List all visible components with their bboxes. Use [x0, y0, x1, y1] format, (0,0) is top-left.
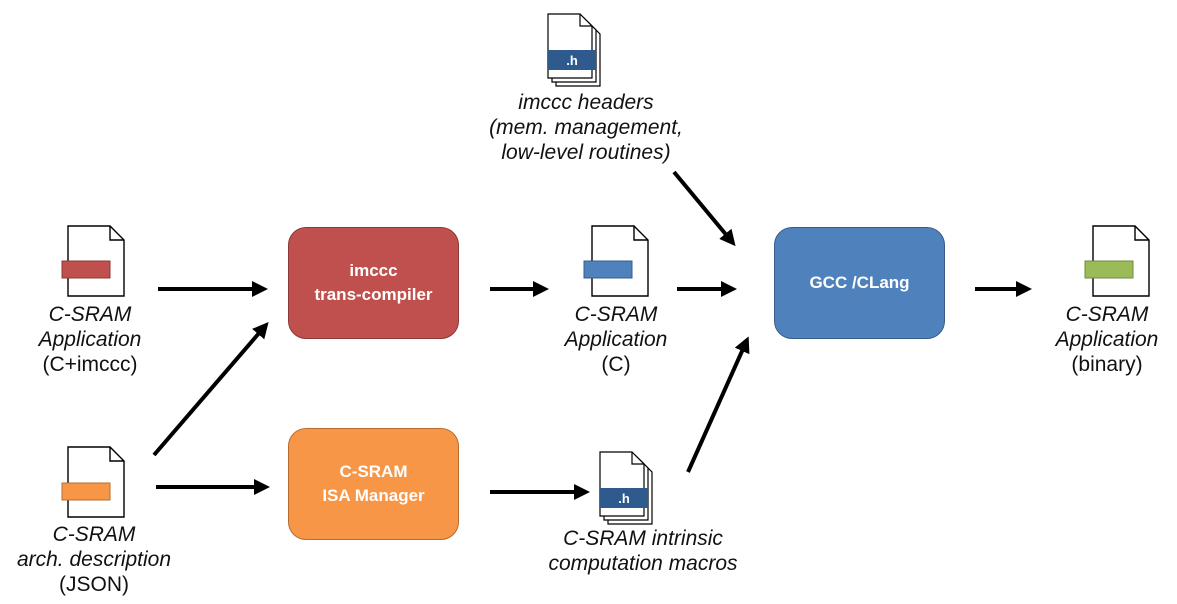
- binary-app-caption: C-SRAM Application (binary): [1037, 302, 1177, 377]
- macros-line-1: C-SRAM intrinsic: [563, 527, 723, 550]
- arch-caption: C-SRAM arch. description (JSON): [0, 522, 188, 597]
- transcompiler-line-1: imccc: [349, 261, 398, 280]
- header-ext-label: .h: [618, 491, 630, 506]
- c-app-line-2: Application: [564, 328, 668, 351]
- isa-manager-line-1: C-SRAM: [339, 462, 408, 481]
- headers-line-2: (mem. management,: [489, 116, 683, 139]
- document-icon: [61, 446, 125, 518]
- binary-app-line-1: C-SRAM: [1065, 303, 1149, 326]
- document-icon: [61, 225, 125, 297]
- header-ext-label: .h: [566, 53, 578, 68]
- header-files-icon: .h: [547, 13, 601, 87]
- binary-app-line-3: (binary): [1071, 353, 1143, 376]
- input-app-line-2: Application: [38, 328, 142, 351]
- arrow-icon: [686, 336, 750, 473]
- arch-line-2: arch. description: [16, 548, 172, 571]
- input-app-line-3: (C+imccc): [42, 353, 138, 376]
- input-app-caption: C-SRAM Application (C+imccc): [10, 302, 170, 377]
- arch-line-3: (JSON): [59, 573, 129, 596]
- input-app-line-1: C-SRAM: [48, 303, 132, 326]
- c-app-caption: C-SRAM Application (C): [536, 302, 696, 377]
- document-icon: [583, 225, 649, 297]
- document-icon: [1084, 225, 1150, 297]
- transcompiler-box: imccc trans-compiler: [288, 227, 459, 339]
- arrow-icon: [152, 321, 269, 457]
- isa-manager-box: C-SRAM ISA Manager: [288, 428, 459, 540]
- headers-caption: imccc headers (mem. management, low-leve…: [466, 90, 706, 165]
- headers-line-1: imccc headers: [518, 91, 654, 114]
- macros-line-2: computation macros: [548, 552, 738, 575]
- compiler-label: GCC /CLang: [809, 273, 910, 292]
- compiler-box: GCC /CLang: [774, 227, 945, 339]
- headers-line-3: low-level routines): [501, 141, 671, 164]
- macros-caption: C-SRAM intrinsic computation macros: [518, 526, 768, 576]
- c-app-line-1: C-SRAM: [574, 303, 658, 326]
- arrow-icon: [672, 170, 736, 247]
- header-files-icon: .h: [599, 451, 653, 525]
- transcompiler-line-2: trans-compiler: [314, 285, 433, 304]
- isa-manager-line-2: ISA Manager: [322, 486, 425, 505]
- binary-app-line-2: Application: [1055, 328, 1159, 351]
- arch-line-1: C-SRAM: [52, 523, 136, 546]
- c-app-line-3: (C): [601, 353, 631, 376]
